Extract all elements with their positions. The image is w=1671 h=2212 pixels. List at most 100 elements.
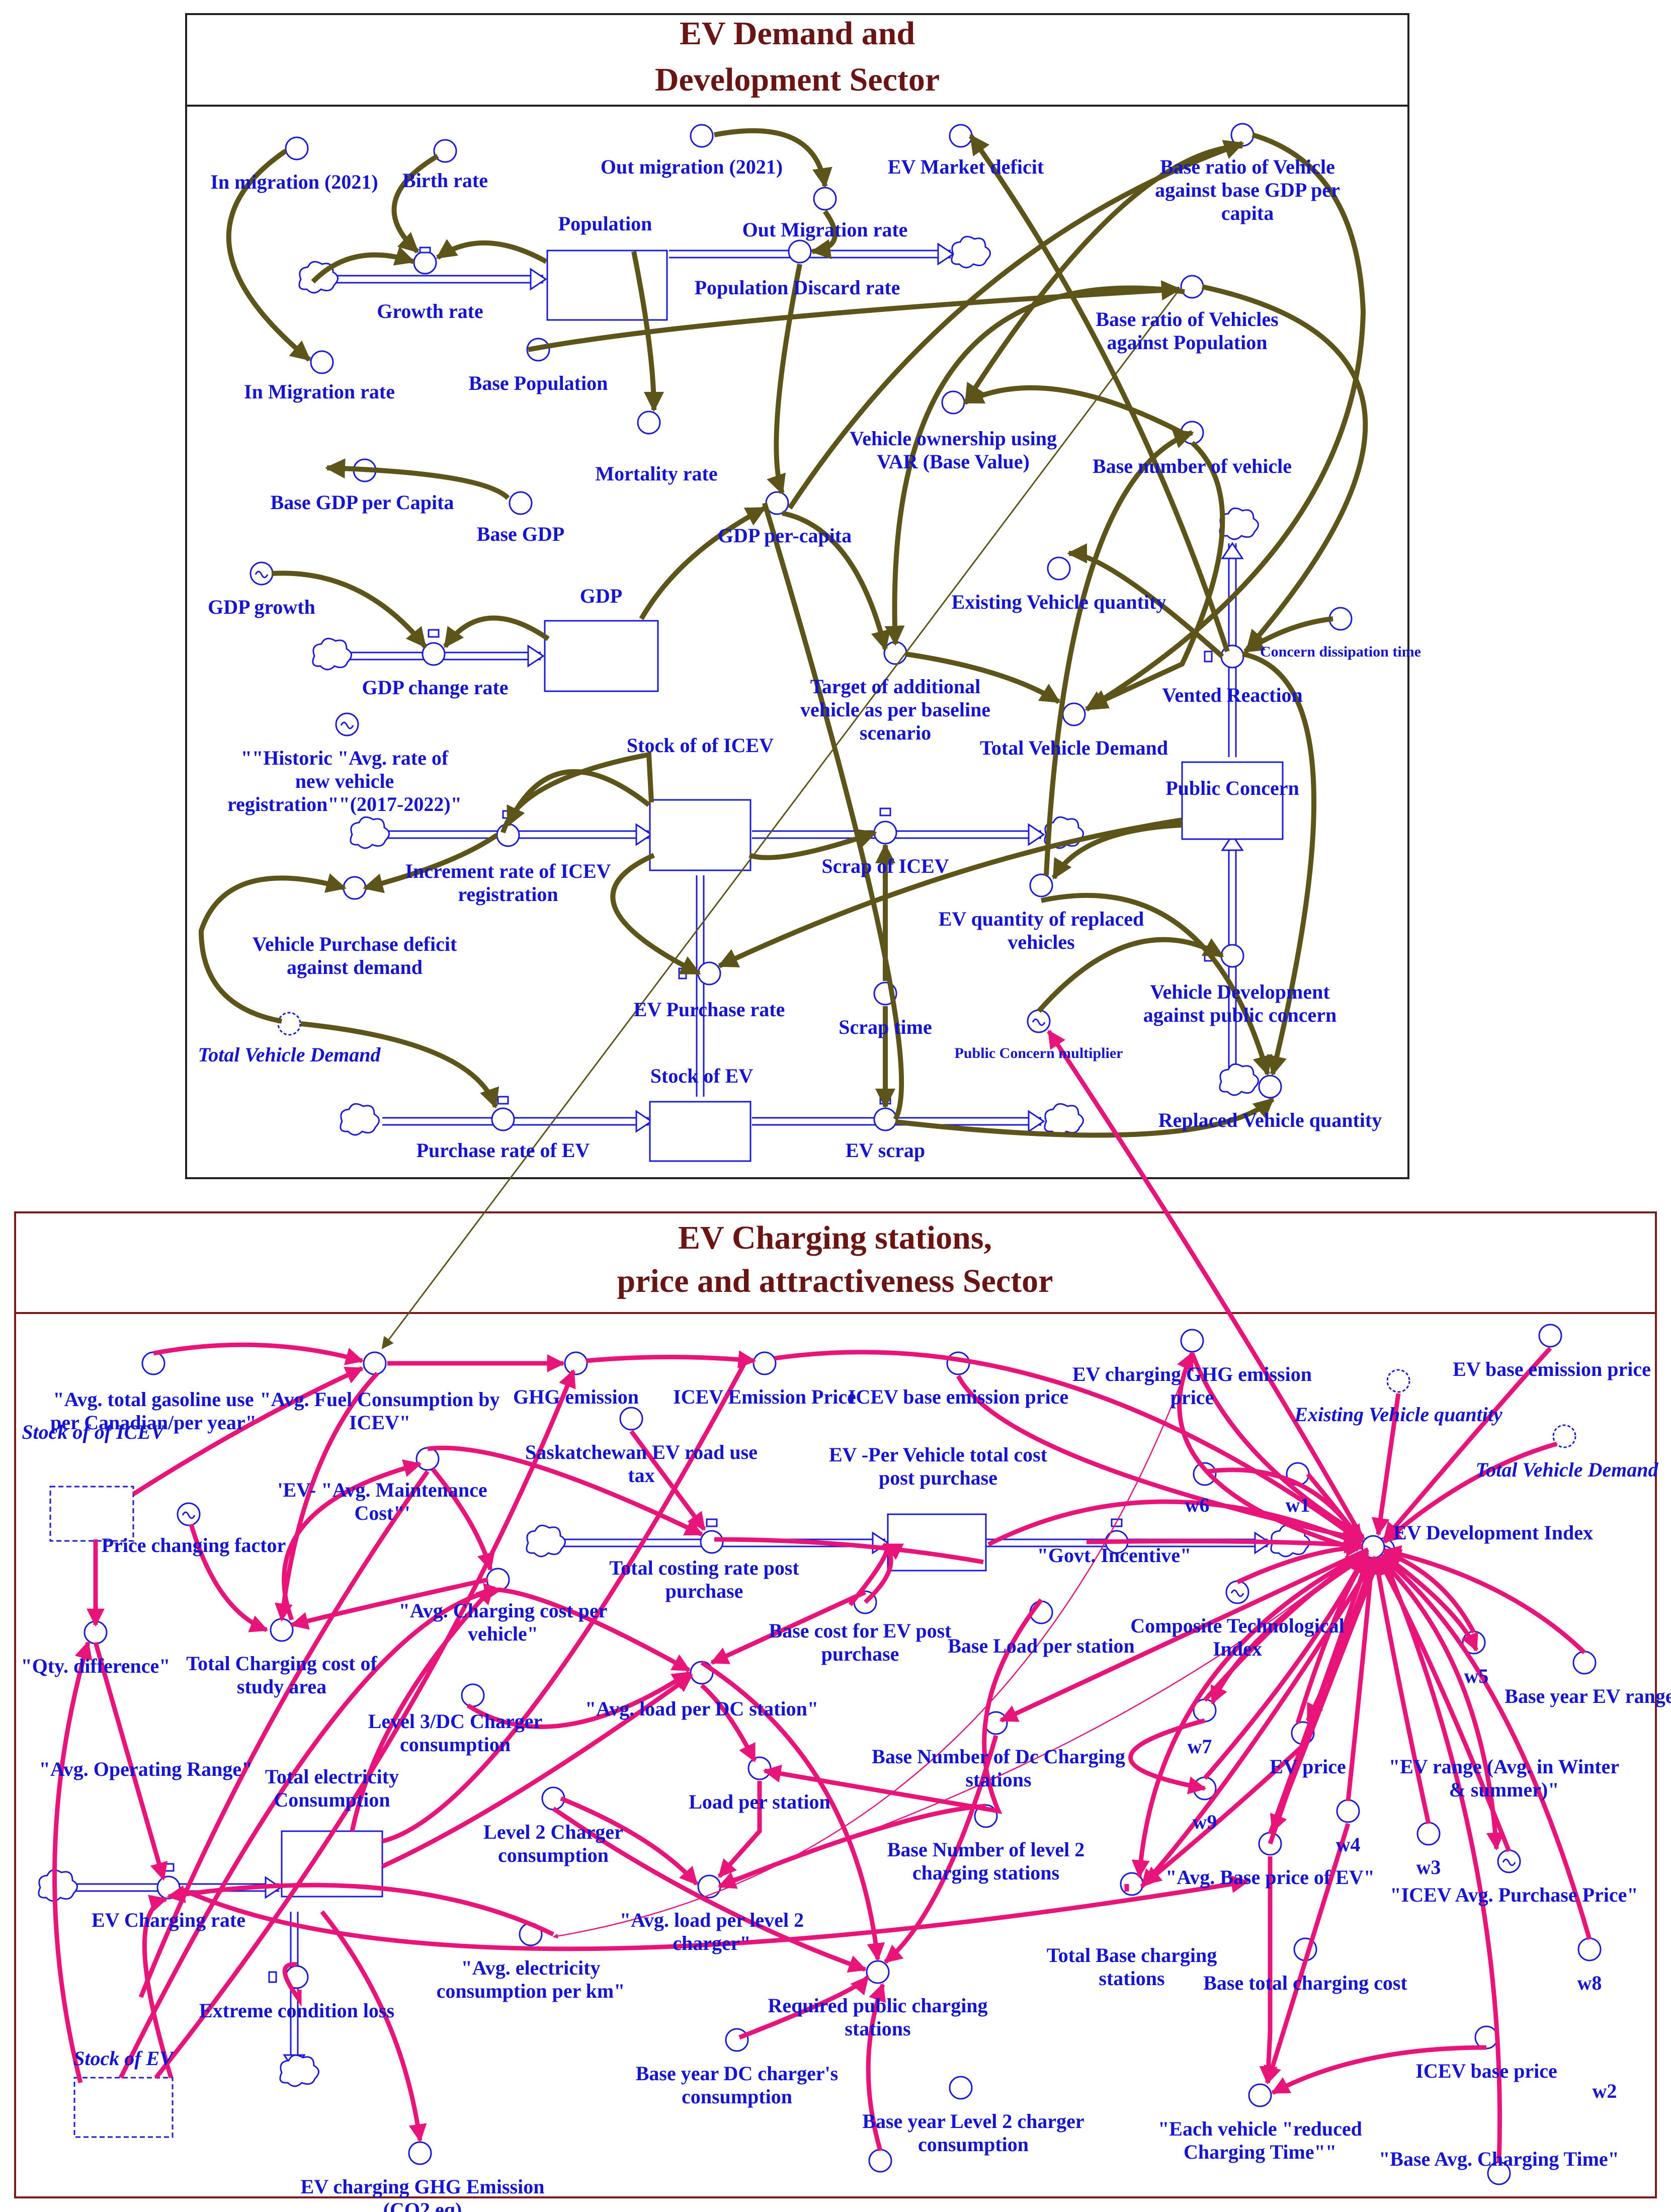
label-each-vehicle-reduced-line: Charging Time"" — [1184, 2141, 1336, 2163]
cloud-icon — [312, 637, 352, 671]
label-ev-avg-maintenance-line: Cost"' — [354, 1502, 410, 1524]
svg-text:w8: w8 — [1577, 1972, 1602, 1994]
label-gdp-change-rate: GDP change rate — [362, 676, 508, 699]
label-stock-of-icev-shadow: Stock of of ICEV — [22, 1421, 166, 1443]
label-ev-base-emission-price: EV base emission price — [1453, 1358, 1651, 1380]
label-concern-dissipation-time: Concern dissipation time — [1260, 643, 1421, 660]
label-avg-total-gasoline-line: per Canadian/per year" — [50, 1411, 257, 1434]
svg-text:"Qty. difference": "Qty. difference" — [21, 1655, 171, 1677]
label-base-year-dc-consumption-line: consumption — [682, 2085, 792, 2108]
svg-text:ICEV base emission price: ICEV base emission price — [848, 1385, 1068, 1408]
label-level2-consumption-line: consumption — [498, 1844, 609, 1866]
cloud-icon — [340, 1103, 380, 1136]
svg-text:w4: w4 — [1336, 1833, 1361, 1856]
svg-text:Stock of EV: Stock of EV — [650, 1064, 754, 1087]
svg-text:Price changing factor: Price changing factor — [102, 1534, 286, 1556]
svg-text:w9: w9 — [1193, 1811, 1217, 1833]
top-causal-links — [198, 128, 1368, 1138]
label-base-number-dc: Base Number of Dc Charging — [872, 1745, 1125, 1768]
svg-text:GDP growth: GDP growth — [208, 596, 315, 618]
label-total-charging-cost-line: study area — [237, 1675, 326, 1698]
svg-text:In migration (2021): In migration (2021) — [210, 171, 378, 193]
svg-text:EV scrap: EV scrap — [846, 1139, 925, 1162]
label-scrap-time: Scrap time — [839, 1016, 932, 1038]
label-gdp-growth: GDP growth — [208, 596, 315, 618]
svg-text:Out Migration rate: Out Migration rate — [742, 218, 908, 241]
svg-text:Base Population: Base Population — [469, 372, 608, 394]
svg-text:EV base emission price: EV base emission price — [1453, 1358, 1651, 1380]
label-w8: w8 — [1577, 1972, 1602, 1994]
bottom-stocks — [49, 1486, 987, 2138]
label-in-migration-rate: In Migration rate — [244, 380, 395, 403]
svg-text:w7: w7 — [1188, 1735, 1212, 1758]
label-vehicle-development-public: Vehicle Development — [1150, 980, 1330, 1003]
label-saskatchewan-ev-tax-line: tax — [628, 1464, 654, 1487]
label-base-total-charging-cost: Base total charging cost — [1203, 1972, 1407, 1994]
label-growth-rate: Growth rate — [377, 300, 483, 322]
cross-sector-pink-link — [1047, 1030, 1365, 1541]
label-increment-rate-icev: Increment rate of ICEV — [405, 860, 611, 882]
svg-text:Base total charging cost: Base total charging cost — [1203, 1972, 1407, 1994]
svg-text:EV price: EV price — [1270, 1755, 1346, 1778]
svg-text:GDP: GDP — [580, 585, 622, 607]
label-ev-charging-ghg-emission: EV charging GHG Emission — [301, 2175, 545, 2198]
label-level3-dc-consumption-line: consumption — [400, 1733, 511, 1756]
svg-text:Stock of EV: Stock of EV — [73, 2047, 175, 2070]
sector2-title-1: EV Charging stations, — [678, 1219, 992, 1256]
top-clouds — [298, 235, 1259, 1136]
svg-text:EV charging GHG Emission(CO2 e: EV charging GHG Emission(CO2 eq) — [301, 2175, 545, 2212]
label-public-concern: Public Concern — [1165, 777, 1299, 799]
label-avg-electricity-per-km-line: consumption per km" — [437, 1980, 625, 2002]
label-mortality-rate: Mortality rate — [595, 462, 717, 485]
thin-pink-link — [553, 1353, 1193, 1939]
label-vehicle-purchase-deficit-line: against demand — [287, 956, 423, 978]
svg-text:Base GDP: Base GDP — [477, 523, 564, 545]
label-total-base-charging-line: stations — [1099, 1967, 1164, 1990]
label-total-charging-cost: Total Charging cost of — [186, 1652, 377, 1675]
svg-text:Purchase rate of EV: Purchase rate of EV — [416, 1139, 590, 1162]
sector1-title-2: Development Sector — [655, 61, 940, 98]
svg-text:EV Charging rate: EV Charging rate — [92, 1909, 245, 1931]
label-historic-avg-rate-line: registration""(2017-2022)" — [227, 793, 462, 815]
cloud-icon — [1044, 1103, 1084, 1136]
label-gdp: GDP — [580, 585, 622, 607]
label-icev-base-price: ICEV base price — [1415, 2060, 1557, 2082]
label-avg-fuel-consumption: "Avg. Fuel Consumption by — [260, 1388, 499, 1411]
label-avg-fuel-consumption-line: ICEV" — [349, 1411, 410, 1434]
thin-pink-link-2 — [724, 1554, 1359, 1883]
svg-text:Total Vehicle Demand: Total Vehicle Demand — [1476, 1458, 1659, 1481]
bottom-causal-links — [52, 1342, 1592, 2164]
label-base-number-level2-line: charging stations — [912, 1861, 1059, 1884]
label-target-additional-vehicle-line: vehicle as per baseline — [800, 698, 990, 721]
svg-text:Public Concern multiplier: Public Concern multiplier — [955, 1045, 1123, 1061]
svg-text:"Govt. Incentive": "Govt. Incentive" — [1037, 1544, 1192, 1567]
label-ev-charging-ghg-emission-price-line: price — [1171, 1386, 1214, 1409]
label-existing-vehicle-quantity-shadow: Existing Vehicle quantity — [1294, 1403, 1502, 1426]
svg-text:GDP per-capita: GDP per-capita — [718, 524, 852, 547]
label-avg-electricity-per-km: "Avg. electricity — [461, 1956, 601, 1979]
svg-text:w1: w1 — [1286, 1494, 1310, 1516]
bottom-wave-nodes — [177, 1502, 1521, 1873]
label-ev-price: EV price — [1270, 1755, 1346, 1778]
label-total-vehicle-demand-shadow2: Total Vehicle Demand — [1476, 1458, 1659, 1481]
label-population-discard-rate: Population Discard rate — [695, 276, 900, 299]
svg-text:EV Development Index: EV Development Index — [1393, 1521, 1593, 1544]
label-level3-dc-consumption: Level 3/DC Charger — [368, 1710, 543, 1733]
label-base-ratio-vehicles-population: Base ratio of Vehicles — [1096, 308, 1278, 331]
label-ev-range: "EV range (Avg. in Winter — [1389, 1755, 1619, 1778]
